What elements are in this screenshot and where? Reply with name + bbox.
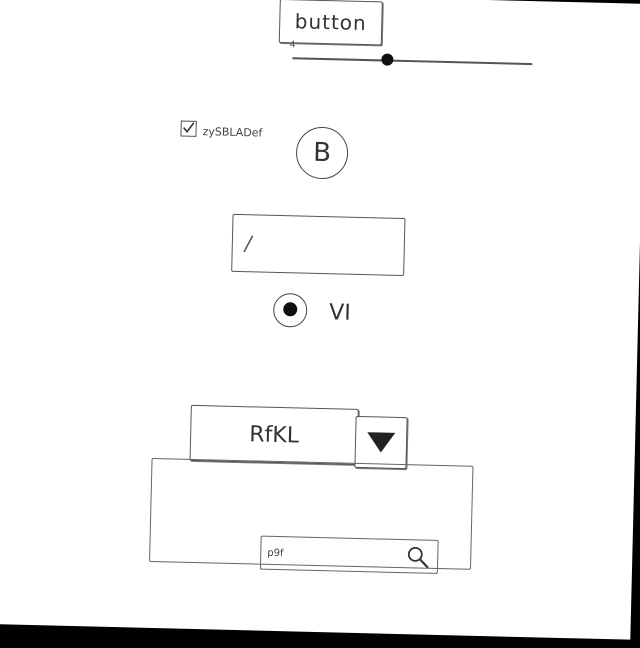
checkbox[interactable]	[180, 120, 197, 137]
primary-button[interactable]: button	[278, 0, 383, 46]
search-input-value: p9f	[267, 547, 284, 559]
search-input[interactable]: p9f	[259, 535, 439, 574]
dropdown-toggle-button[interactable]	[354, 415, 408, 470]
search-icon[interactable]	[405, 544, 432, 571]
slider-value-label: 4	[289, 40, 296, 51]
text-input[interactable]: /	[231, 213, 406, 277]
triangle-down-icon	[367, 432, 396, 453]
checkbox-label: zySBLADef	[202, 125, 263, 140]
radio-label: VI	[328, 300, 352, 326]
radio-selected-dot	[283, 302, 298, 317]
dropdown-select[interactable]: RfKL	[189, 404, 359, 465]
check-icon	[183, 122, 195, 133]
